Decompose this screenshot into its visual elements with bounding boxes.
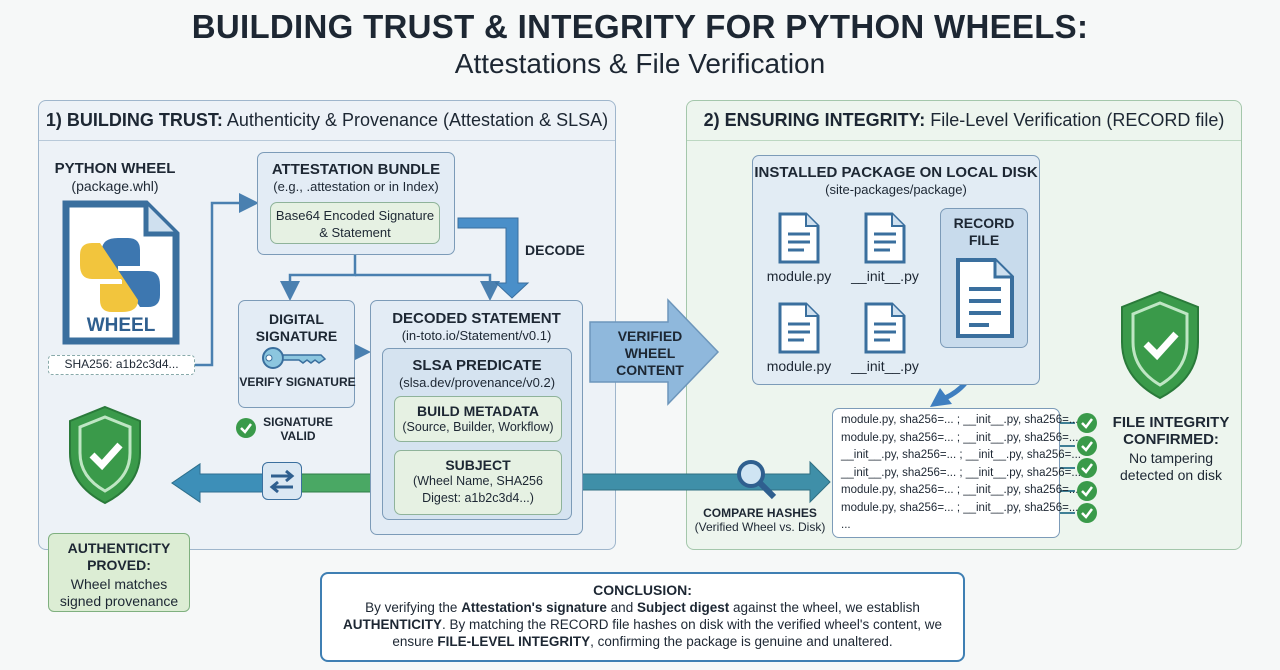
page-subtitle: Attestations & File Verification	[454, 48, 826, 79]
check-icon	[1077, 481, 1097, 501]
record-document-icon	[956, 258, 1014, 338]
wheel-sha256: SHA256: a1b2c3d4...	[48, 355, 195, 375]
check-icon	[1077, 458, 1097, 478]
decode-label: DECODE	[525, 242, 585, 258]
python-file-icon	[864, 302, 906, 354]
subject: SUBJECT (Wheel Name, SHA256 Digest: a1b2…	[394, 450, 562, 515]
encoded-signature-statement: Base64 Encoded Signature & Statement	[270, 202, 440, 244]
file-name: __init__.py	[851, 358, 919, 374]
python-file-icon	[864, 212, 906, 264]
wheel-file-icon: WHEEL	[62, 200, 180, 345]
python-file-icon	[778, 302, 820, 354]
hash-line: ...	[841, 519, 851, 531]
shield-check-icon	[69, 405, 141, 505]
python-wheel-title: PYTHON WHEEL	[54, 160, 176, 177]
compare-hashes-title: COMPARE HASHES	[703, 506, 817, 520]
check-icon	[236, 418, 256, 438]
record-file: RECORD FILE	[940, 208, 1028, 348]
file-integrity-confirmed: FILE INTEGRITY CONFIRMED:	[1112, 414, 1230, 448]
no-tampering: No tampering detected on disk	[1120, 450, 1222, 483]
file-name: module.py	[766, 268, 832, 284]
file-name: __init__.py	[851, 268, 919, 284]
digital-signature: DIGITAL SIGNATURE VERIFY SIGNATURE	[238, 300, 356, 408]
verified-wheel-content-label: VERIFIED WHEEL CONTENT	[616, 328, 684, 378]
python-wheel-filename: (package.whl)	[71, 178, 159, 194]
conclusion-text: By verifying the Attestation's signature…	[342, 600, 943, 649]
attestation-bundle: ATTESTATION BUNDLE (e.g., .attestation o…	[257, 152, 455, 255]
hash-line: module.py, sha256=... ; __init__.py, sha…	[841, 414, 1079, 426]
hash-line: module.py, sha256=... ; __init__.py, sha…	[841, 484, 1079, 496]
key-icon	[262, 347, 327, 369]
hash-line: __init__.py, sha256=... ; __init__.py, s…	[841, 466, 1081, 479]
signature-valid: SIGNATURE VALID	[263, 415, 333, 443]
python-file-icon	[778, 212, 820, 264]
swap-icon	[262, 462, 302, 500]
conclusion-box: CONCLUSION: By verifying the Attestation…	[320, 572, 965, 662]
hash-line: module.py, sha256=... ; __init__.py, sha…	[841, 501, 1079, 514]
compare-hashes-sub: (Verified Wheel vs. Disk)	[694, 520, 826, 534]
build-metadata: BUILD METADATA (Source, Builder, Workflo…	[394, 396, 562, 442]
check-icon	[1077, 503, 1097, 523]
page-title: BUILDING TRUST & INTEGRITY FOR PYTHON WH…	[191, 8, 1089, 45]
panel-heading: 2) ENSURING INTEGRITY: File-Level Verifi…	[687, 101, 1241, 141]
file-name: module.py	[766, 358, 832, 374]
shield-check-icon	[1121, 290, 1199, 400]
check-icon	[1077, 436, 1097, 456]
panel-heading: 1) BUILDING TRUST: Authenticity & Proven…	[39, 101, 615, 141]
check-icon	[1077, 413, 1097, 433]
record-hash-list: module.py, sha256=... ; __init__.py, sha…	[832, 408, 1081, 538]
authenticity-proved: AUTHENTICITY PROVED: Wheel matches signe…	[48, 533, 190, 612]
magnifier-icon	[737, 460, 777, 500]
hash-line: __init__.py, sha256=... ; __init__.py, s…	[841, 449, 1081, 461]
hash-line: module.py, sha256=... ; __init__.py, sha…	[841, 431, 1079, 444]
